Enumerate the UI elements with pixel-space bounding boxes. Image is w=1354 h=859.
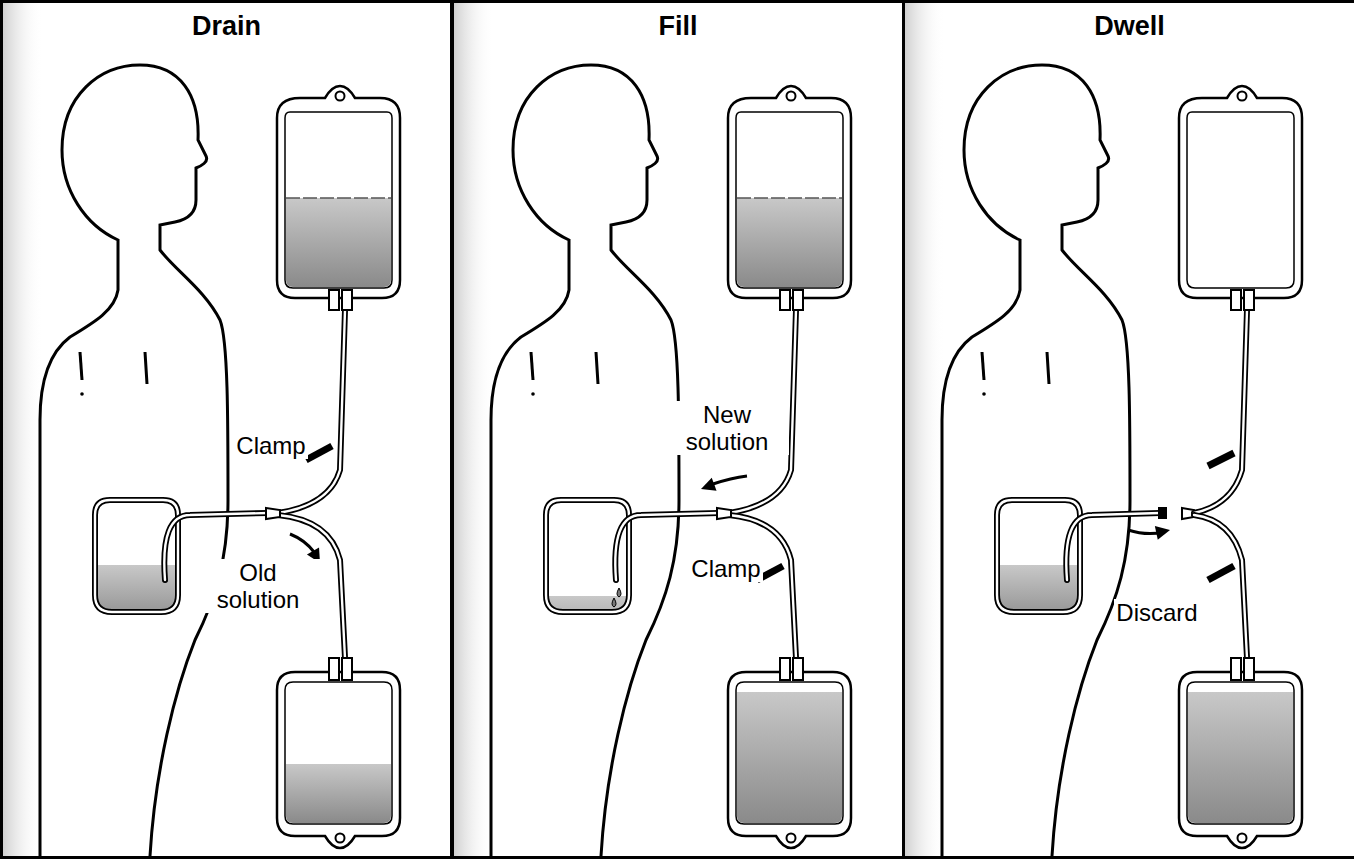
bag-inner	[736, 682, 843, 824]
arm-line	[982, 392, 986, 396]
arm-line	[80, 352, 82, 380]
tube	[278, 310, 345, 513]
bag-port	[329, 290, 339, 310]
drain-bag	[277, 672, 400, 848]
panel-illustration	[905, 3, 1302, 856]
fluid	[286, 198, 391, 287]
drop	[617, 588, 621, 597]
tube	[1194, 310, 1247, 513]
panel-illustration	[3, 3, 400, 856]
drain-bag	[1179, 672, 1302, 848]
fluid-level	[286, 197, 391, 199]
fluid	[541, 596, 636, 656]
cavity-fluid	[90, 565, 185, 625]
drain-bag	[728, 672, 851, 848]
fluid-level	[737, 197, 842, 199]
callout-label: Clamp	[234, 432, 307, 459]
tube	[1194, 310, 1247, 513]
callout-label: Clamp	[689, 555, 762, 582]
connector	[717, 508, 731, 519]
fluid	[90, 565, 185, 625]
arm-line	[145, 352, 147, 384]
bag-port	[342, 290, 352, 310]
arm-line	[1047, 352, 1049, 384]
solution-bag	[277, 86, 400, 298]
panel-title: Dwell	[905, 11, 1354, 42]
fluid	[992, 565, 1087, 625]
bag-port	[1231, 290, 1241, 310]
tube	[729, 515, 796, 658]
arrow-line	[290, 534, 314, 552]
drop	[612, 598, 616, 607]
hanger-hole	[787, 834, 796, 843]
shading	[3, 3, 43, 856]
tube	[1194, 515, 1247, 658]
bag-inner	[1187, 112, 1294, 288]
bag-inner	[285, 112, 392, 288]
catheter-cap	[1158, 507, 1167, 519]
bag-port	[793, 290, 803, 310]
cavity-fluid	[992, 565, 1087, 625]
fluid	[737, 692, 842, 823]
arm-line	[531, 352, 533, 380]
clamp	[1208, 566, 1234, 580]
clamp	[1208, 453, 1234, 466]
solution-bag	[728, 86, 851, 298]
solution-bag	[1179, 86, 1302, 298]
person-silhouette	[491, 65, 679, 856]
tube	[729, 515, 796, 658]
panel-title: Fill	[454, 11, 902, 42]
person-silhouette	[40, 65, 228, 856]
tube	[278, 310, 345, 513]
bag-inner	[736, 112, 843, 288]
tube	[1066, 513, 1160, 580]
person-silhouette	[942, 65, 1130, 856]
callout-label: New solution	[665, 401, 789, 455]
connector	[266, 508, 280, 519]
panel-title: Drain	[3, 11, 450, 42]
hanger-hole	[1238, 92, 1247, 101]
arm-line	[531, 392, 535, 396]
panel-frame: Dwell	[902, 0, 1354, 859]
bag-port	[780, 290, 790, 310]
shading	[454, 3, 494, 856]
fluid	[1188, 692, 1293, 823]
bag-port	[1231, 658, 1241, 680]
tube	[1194, 515, 1247, 658]
hanger-hole	[1238, 834, 1247, 843]
hanger-hole	[336, 834, 345, 843]
arrow-head	[1155, 526, 1170, 540]
bag-port	[1244, 290, 1254, 310]
shading	[905, 3, 945, 856]
hanger-hole	[336, 92, 345, 101]
bag-port	[780, 658, 790, 680]
panel-frame: Drain	[0, 0, 453, 859]
callout-label: Old solution	[196, 559, 320, 613]
clamp	[306, 446, 332, 460]
hanger-hole	[787, 92, 796, 101]
arm-line	[596, 352, 598, 384]
fluid	[737, 198, 842, 287]
bag-inner	[285, 682, 392, 824]
bag-port	[793, 658, 803, 680]
arrow-head	[701, 478, 717, 491]
bag-port	[329, 658, 339, 680]
callout-label: Discard	[1114, 599, 1199, 626]
fluid	[286, 764, 391, 823]
bag-port	[1244, 658, 1254, 680]
arm-line	[982, 352, 984, 380]
cavity-fluid	[541, 596, 636, 656]
bag-inner	[1187, 682, 1294, 824]
panel-illustration	[454, 3, 851, 856]
arm-line	[80, 392, 84, 396]
arrow-line	[713, 476, 747, 484]
tube	[1066, 513, 1160, 580]
bag-port	[342, 658, 352, 680]
